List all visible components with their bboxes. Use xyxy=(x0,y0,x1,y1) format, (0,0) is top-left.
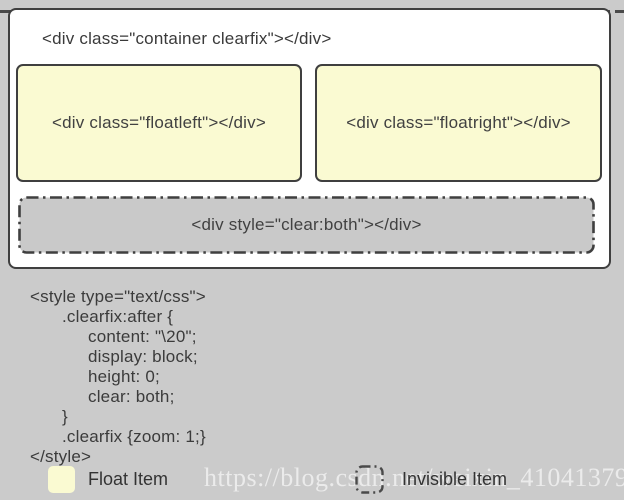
code-line: content: "\20"; xyxy=(88,327,197,346)
container-clearfix-label: <div class="container clearfix"></div> xyxy=(42,29,332,48)
legend-float-item: Float Item xyxy=(48,464,168,494)
invisible-item-swatch xyxy=(355,464,384,494)
floatleft-label: <div class="floatleft"></div> xyxy=(52,113,266,132)
code-line: clear: both; xyxy=(88,387,175,406)
code-line: } xyxy=(62,407,68,426)
clearboth-label: <div style="clear:both"></div> xyxy=(191,215,422,234)
code-line: display: block; xyxy=(88,347,198,366)
watermark: https://blog.csdn.net/weixin_41041379 xyxy=(204,463,624,492)
code-line: .clearfix {zoom: 1;} xyxy=(62,427,206,446)
legend-invisible-item: Invisible Item xyxy=(355,464,507,494)
top-cropped-dash-border xyxy=(0,0,624,13)
dash-dot-border xyxy=(18,196,595,254)
legend-invisible-label: Invisible Item xyxy=(402,468,508,489)
code-line: height: 0; xyxy=(88,367,160,386)
float-item-swatch xyxy=(48,465,75,493)
legend-float-label: Float Item xyxy=(88,468,169,489)
floatright-box: <div class="floatright"></div> xyxy=(315,64,602,182)
floatright-label: <div class="floatright"></div> xyxy=(346,113,571,132)
code-line: <style type="text/css"> xyxy=(30,287,206,306)
code-line: .clearfix:after { xyxy=(62,307,174,326)
css-code-block: <style type="text/css"> .clearfix:after … xyxy=(30,287,206,467)
floatleft-box: <div class="floatleft"></div> xyxy=(16,64,302,182)
clearboth-box: <div style="clear:both"></div> xyxy=(18,196,595,254)
code-line: </style> xyxy=(30,447,92,466)
